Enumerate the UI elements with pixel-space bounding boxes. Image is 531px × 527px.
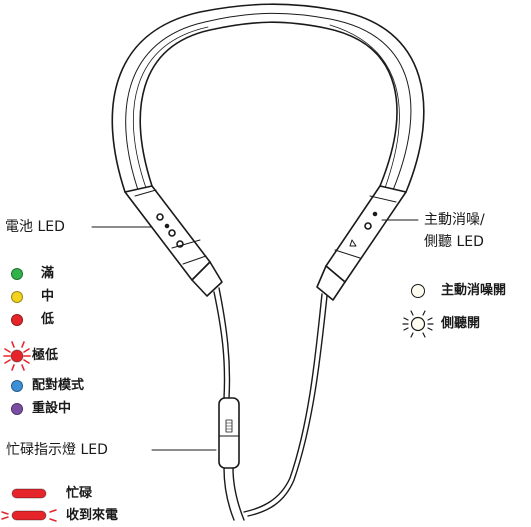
low-red-dot — [11, 314, 23, 326]
battery-medium-label: 中 — [41, 289, 55, 304]
inline-remote — [218, 397, 240, 469]
incoming-call-bar-icon — [11, 510, 47, 521]
anc-on-label: 主動消噪開 — [441, 283, 507, 298]
resetting-label: 重設中 — [32, 401, 72, 416]
left-cable — [213, 291, 226, 399]
pairing-blue-dot — [11, 380, 23, 392]
right-cable — [243, 293, 323, 513]
anc-led-label-line2: 側聽 LED — [424, 234, 484, 250]
anc-on-icon — [411, 284, 425, 298]
battery-low-label: 低 — [41, 312, 55, 327]
right-module — [325, 185, 407, 283]
aware-on-label: 側聽開 — [441, 316, 481, 331]
pairing-mode-label: 配對模式 — [32, 378, 85, 393]
resetting-purple-dot — [11, 403, 23, 415]
medium-yellow-dot — [11, 291, 23, 303]
battery-full-label: 滿 — [41, 266, 55, 281]
battery-led-label: 電池 LED — [5, 219, 65, 235]
aware-on-icon — [402, 310, 434, 338]
battery-very-low-label: 極低 — [32, 348, 59, 363]
busy-bar-icon — [11, 488, 47, 499]
left-module — [124, 185, 211, 281]
incoming-call-rays-icon — [1, 509, 57, 522]
anc-led-label-line1: 主動消噪/ — [424, 212, 485, 228]
blink-rays-icon — [3, 341, 31, 371]
busy-label: 忙碌 — [66, 486, 93, 501]
very-low-red-dot — [10, 349, 24, 363]
busy-led-label: 忙碌指示燈 LED — [6, 442, 108, 458]
neckband-outer — [111, 3, 425, 193]
full-green-dot — [11, 268, 23, 280]
incoming-call-label: 收到來電 — [66, 508, 119, 523]
neckband-inner — [139, 21, 398, 187]
